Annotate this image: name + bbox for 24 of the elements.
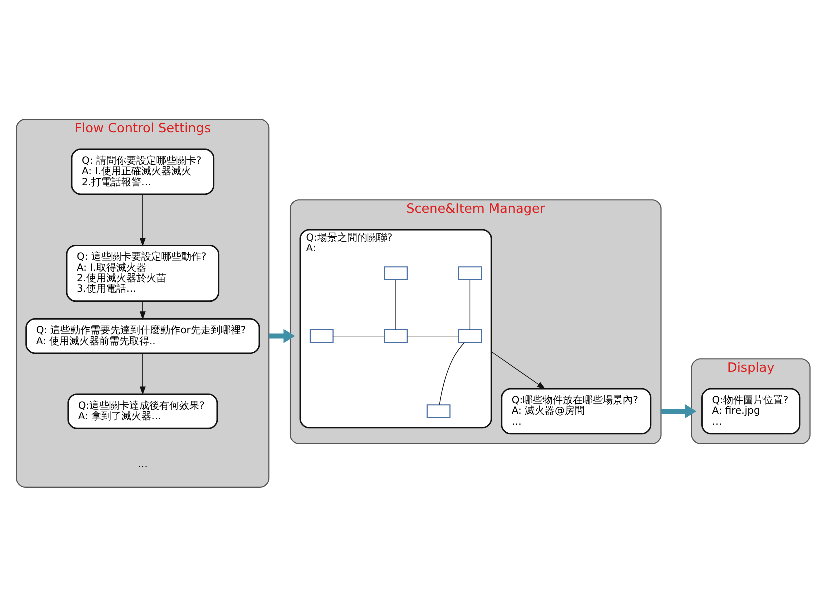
node-box [384, 266, 408, 280]
connector [470, 280, 471, 330]
node-box: Q: 這些動作需要先達到什麼動作or先走到哪裡? A: 使用滅火器前需先取得.. [26, 318, 260, 354]
node-box: Q:物件圖片位置? A: fire.jpg … [702, 388, 801, 435]
arrow [269, 329, 296, 344]
connector [333, 336, 385, 337]
arrow [661, 404, 697, 419]
connector [407, 336, 460, 337]
label: … [138, 459, 148, 470]
arrow [140, 301, 146, 320]
connector [439, 342, 466, 406]
node-box [384, 329, 408, 344]
node-box [458, 329, 482, 344]
arrow [140, 353, 146, 396]
cluster: Q:場景之間的關聯? A: [300, 229, 492, 429]
node-box: Q:這些關卡達成後有何效果? A: 拿到了滅火器… [68, 394, 218, 430]
node-box: Q: 請問你要設定哪些關卡? A: I.使用正確滅火器滅火 2.打電話報警… [71, 148, 215, 196]
arrow [140, 194, 146, 247]
node-box [458, 266, 482, 280]
arrow [491, 352, 546, 390]
node-box [426, 404, 451, 418]
node-box [310, 329, 334, 344]
node-box: Q:哪些物件放在哪些場景內? A: 滅火器@房間 … [501, 388, 652, 435]
node-box: Q: 這些關卡要設定哪些動作? A: I.取得滅火器 2.使用滅火器於火苗 3.使用電話… [66, 245, 220, 302]
